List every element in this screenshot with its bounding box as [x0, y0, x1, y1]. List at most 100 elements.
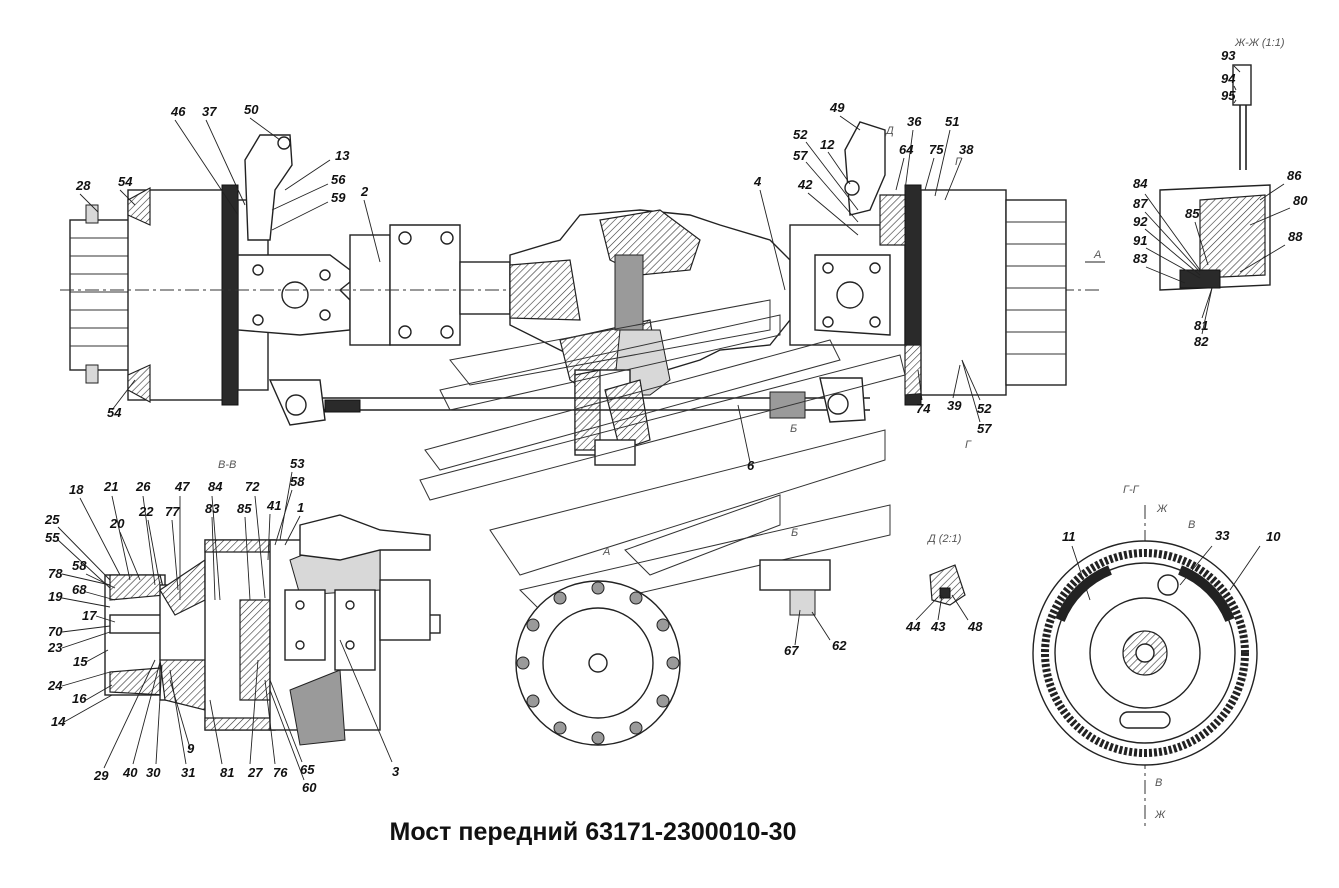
- callout-label: 86: [1287, 168, 1302, 183]
- callout-label: 21: [103, 479, 118, 494]
- callout-leader: [1144, 228, 1201, 276]
- callout-leader: [205, 119, 246, 206]
- callout-leader: [79, 497, 121, 576]
- callout-leader: [249, 659, 259, 765]
- callout-leader: [264, 679, 276, 765]
- callout-label: 1: [297, 500, 304, 515]
- callout-leader: [961, 359, 981, 423]
- callout-label: 84: [208, 479, 223, 494]
- callout-label: 43: [930, 619, 946, 634]
- callout-leader: [103, 659, 156, 769]
- callout-label: 4: [753, 174, 762, 189]
- callout-leader: [1233, 99, 1237, 104]
- callout-leader: [111, 379, 136, 411]
- callout-label: 55: [45, 530, 60, 545]
- callout-leader: [267, 513, 271, 561]
- callout-leader: [1145, 247, 1201, 279]
- callout-leader: [363, 199, 381, 263]
- letter-d: Д: [884, 125, 894, 137]
- callout-leader: [794, 609, 801, 646]
- callout-leader: [85, 591, 116, 601]
- callout-label: 56: [331, 172, 346, 187]
- drawing-title: Мост передний 63171-2300010-30: [389, 818, 797, 846]
- callout-label: 94: [1221, 71, 1236, 86]
- callout-label: 77: [165, 504, 180, 519]
- view-a-label: А: [602, 546, 610, 558]
- callout-label: 65: [300, 762, 315, 777]
- callout-leader: [269, 689, 305, 781]
- callout-leader: [119, 189, 136, 206]
- view-zh: Ж-Ж (1:1): [1159, 37, 1285, 291]
- callout-leader: [85, 573, 116, 589]
- callout-label: 93: [1221, 48, 1236, 63]
- callout-label: 54: [107, 405, 122, 420]
- letter-v-top: В: [1188, 519, 1195, 531]
- callout-label: 22: [138, 504, 154, 519]
- callout-leader: [211, 516, 216, 601]
- callout-leader: [57, 526, 111, 581]
- callout-leader: [839, 115, 861, 131]
- callout-label: 46: [170, 104, 186, 119]
- callout-leader: [944, 157, 963, 201]
- callout-label: 48: [967, 619, 983, 634]
- callout-label: 92: [1133, 214, 1148, 229]
- callout-label: 57: [793, 148, 808, 163]
- callout-leader: [155, 664, 163, 765]
- callout-label: 30: [146, 765, 161, 780]
- callout-label: 18: [69, 482, 84, 497]
- callout-leader: [1144, 193, 1201, 271]
- callout-label: 81: [1194, 318, 1208, 333]
- callout-leader: [1239, 244, 1286, 273]
- callout-leader: [274, 489, 293, 546]
- callout-leader: [132, 661, 161, 765]
- callout-leader: [111, 495, 131, 581]
- callout-leader: [211, 495, 221, 601]
- section-gg-label: Г-Г: [1123, 484, 1140, 496]
- callout-leader: [917, 369, 923, 401]
- callout-label: 42: [797, 177, 813, 192]
- callout-leader: [85, 649, 109, 663]
- callout-label: 25: [44, 512, 60, 527]
- view-arrows: [419, 299, 906, 616]
- callout-leader: [1229, 545, 1261, 591]
- callout-leader: [63, 694, 113, 723]
- callout-leader: [904, 129, 914, 191]
- view-b: Б: [759, 527, 831, 616]
- callout-leader: [1249, 207, 1291, 226]
- callout-leader: [271, 183, 329, 211]
- callout-label: 31: [181, 765, 195, 780]
- callout-leader: [961, 359, 981, 401]
- callout-label: 91: [1133, 233, 1147, 248]
- callout-leader: [1071, 545, 1091, 601]
- callout-leader: [147, 519, 161, 586]
- callout-label: 26: [135, 479, 151, 494]
- callout-leader: [811, 611, 831, 641]
- view-a-hub: А: [515, 546, 681, 746]
- callout-label: 72: [245, 479, 260, 494]
- callout-leader: [61, 573, 111, 586]
- callout-leader: [169, 669, 187, 765]
- callout-leader: [279, 471, 293, 541]
- callout-label: 58: [72, 558, 87, 573]
- view-d: Д (2:1): [926, 533, 966, 606]
- callout-label: 87: [1133, 196, 1148, 211]
- section-vv: В-В: [104, 459, 441, 746]
- callout-leader: [805, 141, 859, 211]
- callout-label: 29: [93, 768, 109, 783]
- callout-leader: [85, 684, 113, 701]
- callout-label: 41: [266, 498, 281, 513]
- callout-label: 37: [202, 104, 217, 119]
- side-letter-a: А: [1093, 249, 1101, 261]
- callout-label: 20: [109, 516, 125, 531]
- callout-leader: [284, 159, 331, 191]
- callout-leader: [807, 192, 859, 236]
- callout-label: 24: [47, 678, 63, 693]
- callout-label: 49: [829, 100, 845, 115]
- callout-leader: [915, 596, 939, 621]
- callout-leader: [244, 516, 251, 601]
- callout-label: 85: [1185, 206, 1200, 221]
- callout-leader: [209, 699, 223, 765]
- callout-label: 40: [122, 765, 138, 780]
- callout-leader: [759, 189, 786, 291]
